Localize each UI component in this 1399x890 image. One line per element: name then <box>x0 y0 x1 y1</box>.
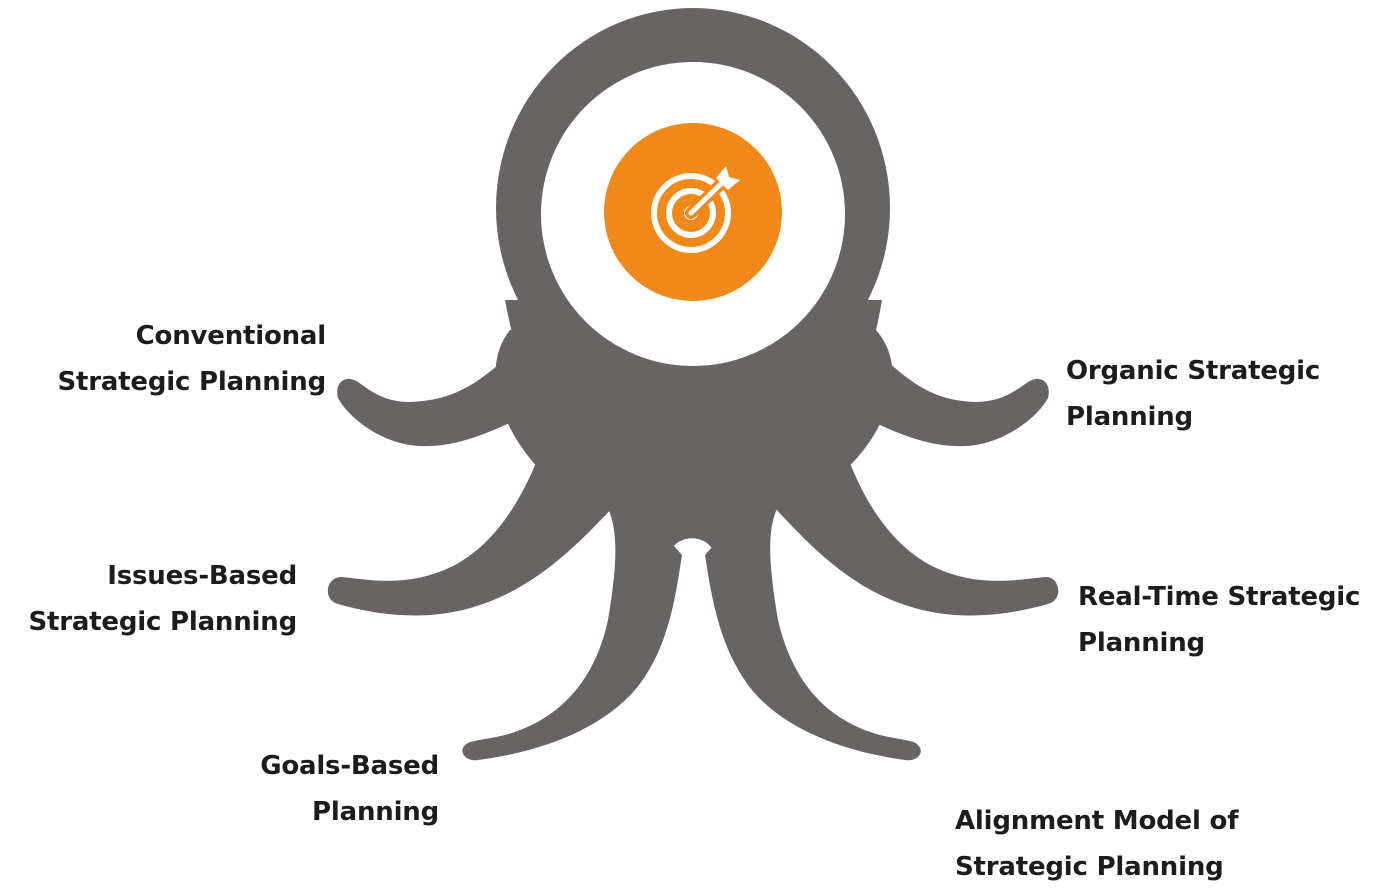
label-alignment-model-of-strategic-planning: Alignment Model of Strategic Planning <box>955 798 1239 890</box>
label-alignment-line1: Alignment Model of <box>955 806 1239 836</box>
label-conventional-line2: Strategic Planning <box>57 367 326 397</box>
target-with-arrow-icon <box>651 166 740 253</box>
label-organic-line1: Organic Strategic <box>1066 356 1321 386</box>
tentacle-middle-left <box>327 418 615 616</box>
label-goals-based-planning: Goals-Based Planning <box>260 743 439 835</box>
label-organic-strategic-planning: Organic Strategic Planning <box>1066 348 1320 440</box>
label-conventional-strategic-planning: Conventional Strategic Planning <box>57 313 326 405</box>
tentacle-upper-left <box>337 335 549 447</box>
tentacle-lower-right <box>705 495 921 761</box>
tentacle-lower-left <box>462 495 682 761</box>
label-real-time-line2: Planning <box>1078 628 1205 658</box>
label-goals-based-line1: Goals-Based <box>260 751 439 781</box>
tentacle-upper-right <box>837 335 1049 447</box>
label-organic-line2: Planning <box>1066 402 1193 432</box>
tentacle-middle-right <box>772 418 1059 616</box>
label-real-time-strategic-planning: Real-Time Strategic Planning <box>1078 574 1360 666</box>
label-goals-based-line2: Planning <box>312 797 439 827</box>
label-issues-based-line2: Strategic Planning <box>28 607 297 637</box>
label-conventional-line1: Conventional <box>135 321 327 351</box>
label-issues-based-strategic-planning: Issues-Based Strategic Planning <box>28 553 297 645</box>
label-alignment-line2: Strategic Planning <box>955 852 1224 882</box>
octopus-center <box>610 500 775 552</box>
label-real-time-line1: Real-Time Strategic <box>1078 582 1361 612</box>
label-issues-based-line1: Issues-Based <box>107 561 297 591</box>
